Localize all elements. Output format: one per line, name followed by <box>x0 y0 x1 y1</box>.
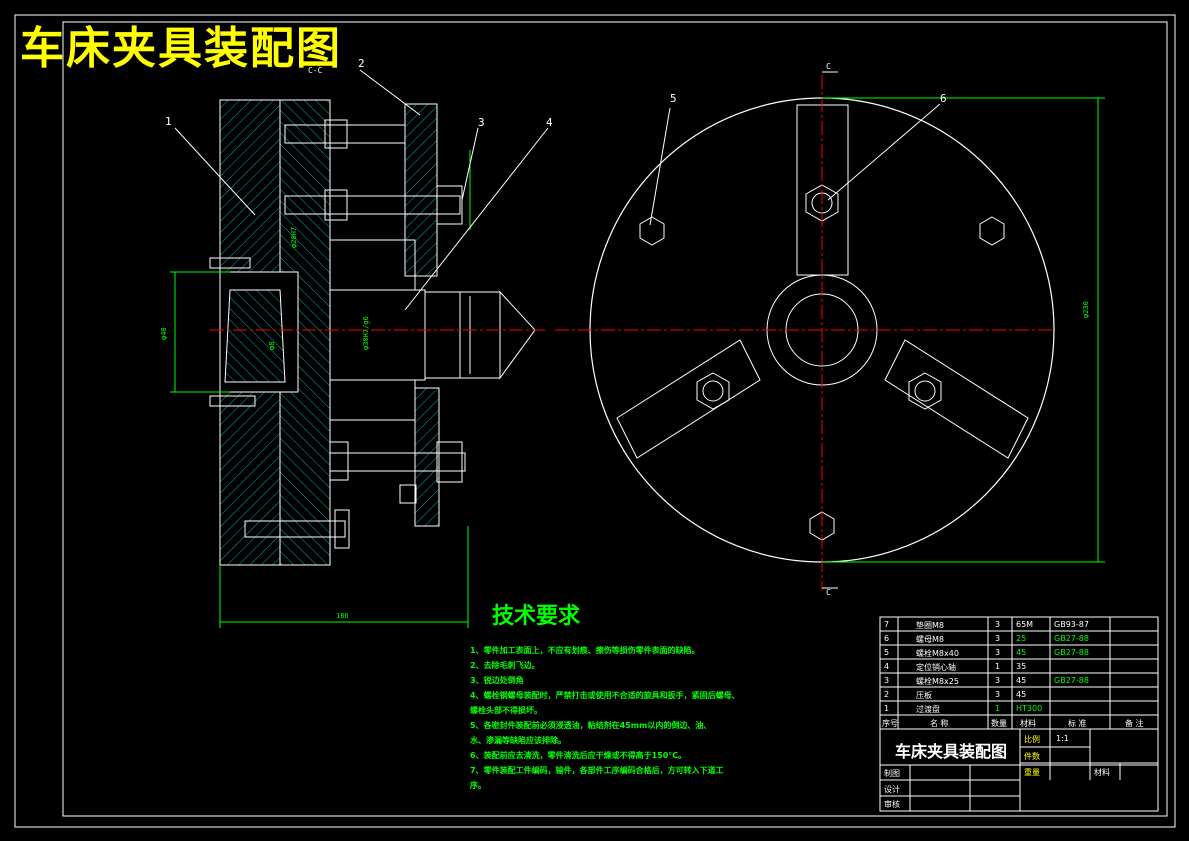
bom-header-std: 标 准 <box>1068 719 1087 728</box>
drawing-title: 车床夹具装配图 <box>20 23 342 74</box>
bom-no: 3 <box>884 676 890 685</box>
tb-scale-value: 1:1 <box>1056 734 1069 743</box>
tech-item: 7、零件装配工件编码，输件，各部件工序编码合格后，方可转入下道工 <box>470 766 724 775</box>
cut-label-top: C <box>826 62 831 71</box>
title-block <box>879 728 1159 812</box>
front-view <box>555 71 1105 590</box>
bom-mat: 45 <box>1016 648 1027 657</box>
tb-drawn-label: 制图 <box>884 769 900 778</box>
dim-right-vertical: φ230 <box>1082 301 1090 318</box>
bom-qty: 3 <box>995 648 1001 657</box>
bom-table <box>879 616 1159 730</box>
bom-qty: 1 <box>995 662 1001 671</box>
bom-name: 压板 <box>916 691 932 700</box>
dim-pin: φ20H7 <box>290 226 298 248</box>
bom-std: GB27-88 <box>1054 676 1089 685</box>
bom-std: GB93-87 <box>1054 620 1089 629</box>
bom-header-name: 名 称 <box>930 719 949 728</box>
tb-weight-label: 重量 <box>1024 768 1040 777</box>
part-label-2: 2 <box>358 57 365 70</box>
tech-item: 水、渗漏等缺陷应该排除。 <box>470 736 566 745</box>
bom-mat: 25 <box>1016 634 1027 643</box>
part-label-6: 6 <box>940 92 947 105</box>
bom-qty: 3 <box>995 690 1001 699</box>
part-label-5: 5 <box>670 92 677 105</box>
bom-header-no: 序号 <box>882 719 898 728</box>
section-label: C-C <box>308 66 323 75</box>
bom-std: GB27-88 <box>1054 634 1089 643</box>
bom-header-mat: 材料 <box>1020 719 1036 728</box>
bom-qty: 3 <box>995 634 1001 643</box>
bom-mat: 45 <box>1016 676 1027 685</box>
outer-border <box>14 14 1176 828</box>
tech-item: 5、各密封件装配前必须浸透油，粘结剂在45mm以内的倒边、油、 <box>470 721 712 730</box>
part-label-3: 3 <box>478 116 485 129</box>
tech-item: 2、去除毛刺飞边。 <box>470 661 540 670</box>
bom-name: 过渡盘 <box>916 705 940 714</box>
tech-item: 4、螺栓钢螺母装配时，严禁打击或使用不合适的旋具和扳手，紧固后螺母、 <box>470 691 740 700</box>
dim-bore-left: φ48 <box>160 327 168 340</box>
bom-name: 螺栓M8x25 <box>916 677 959 686</box>
bom-no: 1 <box>884 704 890 713</box>
bom-std: GB27-88 <box>1054 648 1089 657</box>
tech-requirements-list: 1、零件加工表面上，不应有划痕、擦伤等损伤零件表面的缺陷。 2、去除毛刺飞边。 … <box>470 643 740 793</box>
tech-item: 螺栓头部不得损坏。 <box>470 706 542 715</box>
tb-design-label: 设计 <box>884 785 900 794</box>
bom-qty: 3 <box>995 620 1001 629</box>
bom-header-qty: 数量 <box>991 719 1007 728</box>
bom-name: 定位销心轴 <box>916 663 956 672</box>
tech-requirements-title: 技术要求 <box>492 604 581 629</box>
bom-name: 螺母M8 <box>916 635 944 644</box>
bom-no: 7 <box>884 620 890 629</box>
part-label-1: 1 <box>165 115 172 128</box>
tb-count-label: 件数 <box>1024 752 1040 761</box>
tech-item: 6、装配前应去清洗，零件清洗后应干燥或不得高于150°C。 <box>470 751 687 760</box>
inner-border <box>62 21 1168 817</box>
bom-header-note: 备 注 <box>1125 719 1144 728</box>
tech-item: 3、锐边处倒角 <box>470 676 524 685</box>
part-label-4: 4 <box>546 116 553 129</box>
bom-mat: HT300 <box>1016 704 1043 713</box>
bom-no: 2 <box>884 690 890 699</box>
dim-left-bottom: 186 <box>336 612 349 620</box>
tb-material-label: 材料 <box>1094 768 1110 777</box>
title-block-title: 车床夹具装配图 <box>895 742 1008 761</box>
dim-bore-mid: φ30H7/g6 <box>362 316 370 350</box>
bom-name: 螺栓M8x40 <box>916 649 959 658</box>
tb-scale-label: 比例 <box>1024 735 1040 744</box>
bom-name: 垫圈M8 <box>916 621 944 630</box>
bom-mat: 65M <box>1016 620 1034 629</box>
section-view <box>170 69 549 628</box>
bom-mat: 35 <box>1016 662 1027 671</box>
bom-no: 6 <box>884 634 890 643</box>
tech-item: 1、零件加工表面上，不应有划痕、擦伤等损伤零件表面的缺陷。 <box>470 646 700 655</box>
bom-mat: 45 <box>1016 690 1027 699</box>
tech-item: 序。 <box>470 781 486 790</box>
cut-label-bottom: C <box>826 588 831 597</box>
bom-no: 5 <box>884 648 890 657</box>
bom-qty: 1 <box>995 704 1001 713</box>
tb-check-label: 审核 <box>884 800 900 809</box>
dim-bore-small: φ8 <box>268 341 276 350</box>
bom-no: 4 <box>884 662 890 671</box>
bom-qty: 3 <box>995 676 1001 685</box>
